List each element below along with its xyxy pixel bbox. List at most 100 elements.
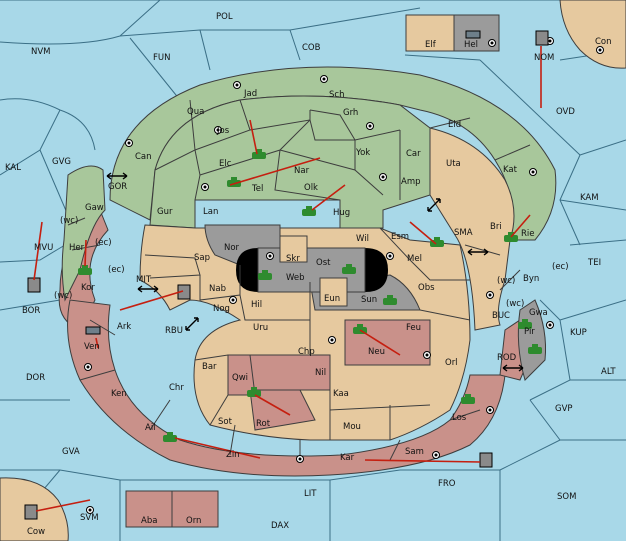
province-label: Orn [186,516,201,526]
strait-labels: GOR MIT RBU SMA BUC ROD [108,182,517,363]
province-label: Skr [286,254,300,264]
province-label: Gaw [85,203,104,213]
province-label: Ken [111,389,127,399]
province-label: Hug [333,208,350,218]
supply-centers [84,37,604,514]
army-icon [247,387,261,397]
fleet-icon [85,326,101,335]
sea-label: SOM [557,492,576,502]
province-label: Yok [355,148,370,158]
province-label: Bri [490,222,502,232]
province-label: Sam [405,447,424,457]
sea-label: GVA [62,447,80,457]
sea-label: BOR [22,306,40,316]
province-label: Jad [243,89,257,99]
province-label: Eld [448,120,461,130]
move-arrows [33,46,542,512]
province-label: Ail [145,423,156,433]
coast-label: (ec) [108,265,125,275]
province-label: Pir [524,327,535,337]
province-label: Elc [219,159,232,169]
army-icon [302,206,316,216]
province-label: Kaa [333,389,349,399]
sea-label: NOM [534,53,554,63]
sea-label: MVU [34,243,53,253]
strait-label: MIT [136,275,152,285]
province-label: Orl [445,358,458,368]
province-label: Nar [294,166,310,176]
sea-label: SVM [80,513,99,523]
sea-label: KAM [580,193,599,203]
sea-label: POL [216,12,233,22]
coast-label: (ec) [552,262,569,272]
sea-label: NVM [31,47,51,57]
province-label: Rie [521,229,535,239]
province-label: Nab [209,284,226,294]
province-label: Chr [169,383,184,393]
fleet-icon [24,504,38,520]
province-orn[interactable] [171,490,219,528]
strait-label: BUC [492,311,510,321]
province-label: Nor [224,243,240,253]
sea-label: GVG [52,157,71,167]
province-label: Her [69,243,85,253]
coast-label: (wc) [506,299,524,309]
sea-label: Con [595,37,612,47]
province-aba[interactable] [125,490,173,528]
sea-label: DOR [26,373,45,383]
province-label: Ark [117,322,131,332]
coast-labels: (wc) (ec) (wc) (ec) (wc) (ec) (wc) [54,216,569,309]
sea-label: GVP [555,404,573,414]
province-label: Zin [226,450,240,460]
province-label: Olk [304,183,318,193]
province-southern-ring [67,299,506,477]
province-label: Car [406,149,421,159]
army-icon [528,344,542,354]
coast-label: (ec) [95,238,112,248]
sea-label: TEI [587,258,601,268]
province-elf[interactable] [405,14,455,52]
province-eun[interactable] [319,277,348,307]
province-skr[interactable] [279,235,308,263]
province-label: Mel [407,254,422,264]
province-label: Gur [157,207,173,217]
coast-label: (wc) [497,276,515,286]
fleet-icon [535,30,549,46]
province-label: Nog [213,304,230,314]
army-icon [258,270,272,280]
sea-label: FUN [153,53,170,63]
province-tan-east [429,127,515,331]
sea-label: ALT [601,367,616,377]
province-label: Web [286,273,305,283]
sea-label: KUP [570,328,587,338]
province-label-cow: Cow [27,527,45,537]
sea-label: LIT [304,489,317,499]
army-icon [383,295,397,305]
province-con[interactable] [559,0,626,69]
province-label: Elf [425,40,437,50]
province-label: Ven [84,342,100,352]
army-icon [504,232,518,242]
province-label: Bar [202,362,217,372]
fleet-icon [479,452,493,468]
province-label: Gwa [529,308,548,318]
coast-label: (wc) [60,216,78,226]
army-icon [78,265,92,275]
province-label: Los [452,413,467,423]
units [24,30,549,520]
province-label: Aba [141,516,157,526]
sea-labels: POL NVM FUN COB KAL GVG OVD KAM TEI MVU … [5,12,616,531]
fleet-icon [27,277,41,293]
strait-label: RBU [165,326,183,336]
province-label: Wil [356,234,369,244]
fleet-icon [465,30,481,39]
province-label: Obs [418,283,435,293]
province-label: Sun [361,295,377,305]
strait-label: GOR [108,182,127,192]
province-label: Ost [316,258,331,268]
province-label: Jos [216,126,230,136]
sea-label: KAL [5,163,21,173]
province-label: Kor [81,283,95,293]
coast-label: (wc) [54,291,72,301]
